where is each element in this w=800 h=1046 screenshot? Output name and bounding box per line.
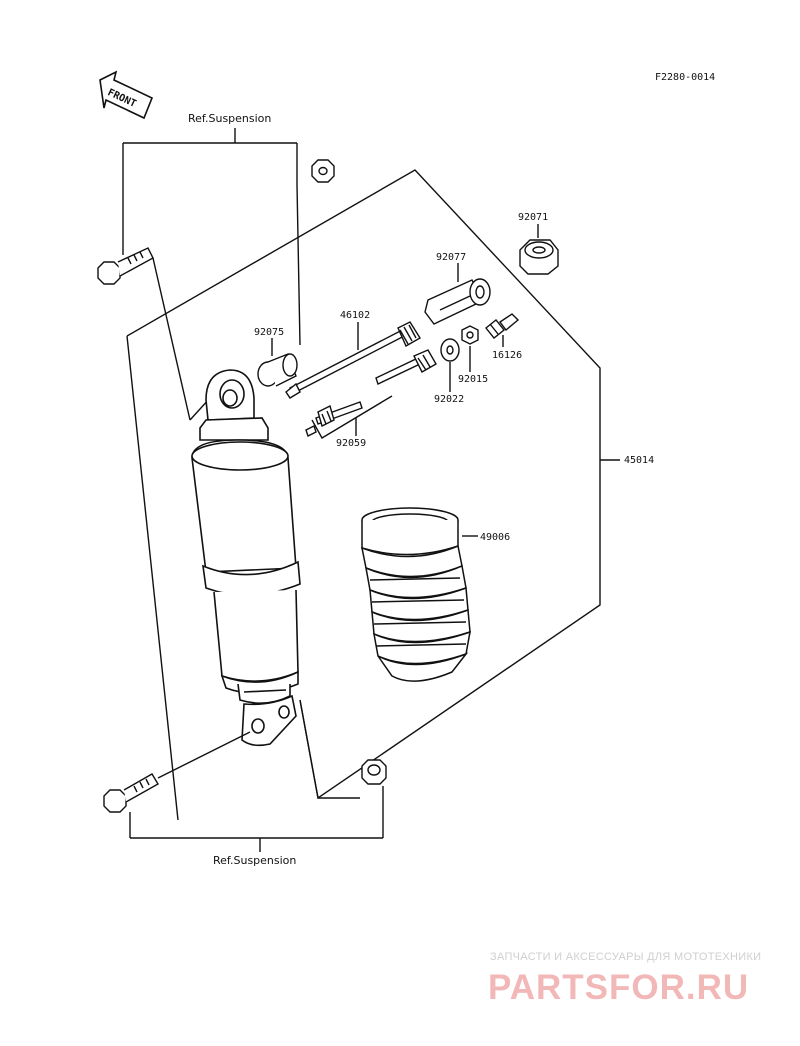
shock-absorber-45014	[191, 369, 301, 747]
label-49006: 49006	[480, 532, 510, 543]
part-16126-grease-nipple	[485, 313, 520, 339]
watermark-tagline: ЗАПЧАСТИ И АКСЕССУАРЫ ДЛЯ МОТОТЕХНИКИ	[490, 951, 762, 963]
label-92077: 92077	[436, 252, 466, 263]
part-92071-bushing	[519, 239, 559, 275]
part-46102-rod	[285, 321, 421, 399]
label-92059: 92059	[336, 438, 366, 449]
ref-bracket-top	[122, 128, 298, 255]
ref-suspension-top: Ref.Suspension	[188, 112, 271, 125]
front-arrow-icon: FRONT	[99, 70, 154, 120]
watermark-logo: PARTSFOR.RU	[488, 968, 750, 1007]
label-92075: 92075	[254, 327, 284, 338]
label-46102: 46102	[340, 310, 370, 321]
label-92022: 92022	[434, 394, 464, 405]
bottom-bolt	[103, 773, 159, 813]
label-92015: 92015	[458, 374, 488, 385]
part-92059-rod	[305, 349, 437, 437]
part-92077-sleeve	[424, 278, 491, 325]
ref-suspension-bottom: Ref.Suspension	[213, 854, 296, 867]
bottom-nut	[361, 759, 387, 785]
label-16126: 16126	[492, 350, 522, 361]
label-45014: 45014	[624, 455, 654, 466]
part-92075-collar	[257, 353, 298, 387]
part-49006-boot	[361, 507, 471, 682]
label-92071: 92071	[518, 212, 548, 223]
figure-code: F2280-0014	[655, 72, 715, 83]
ref-bracket-bottom	[129, 699, 384, 852]
part-92022-washer	[440, 338, 460, 362]
part-92015-nut	[461, 325, 479, 345]
top-bolt	[97, 247, 154, 285]
top-nut	[311, 159, 335, 183]
